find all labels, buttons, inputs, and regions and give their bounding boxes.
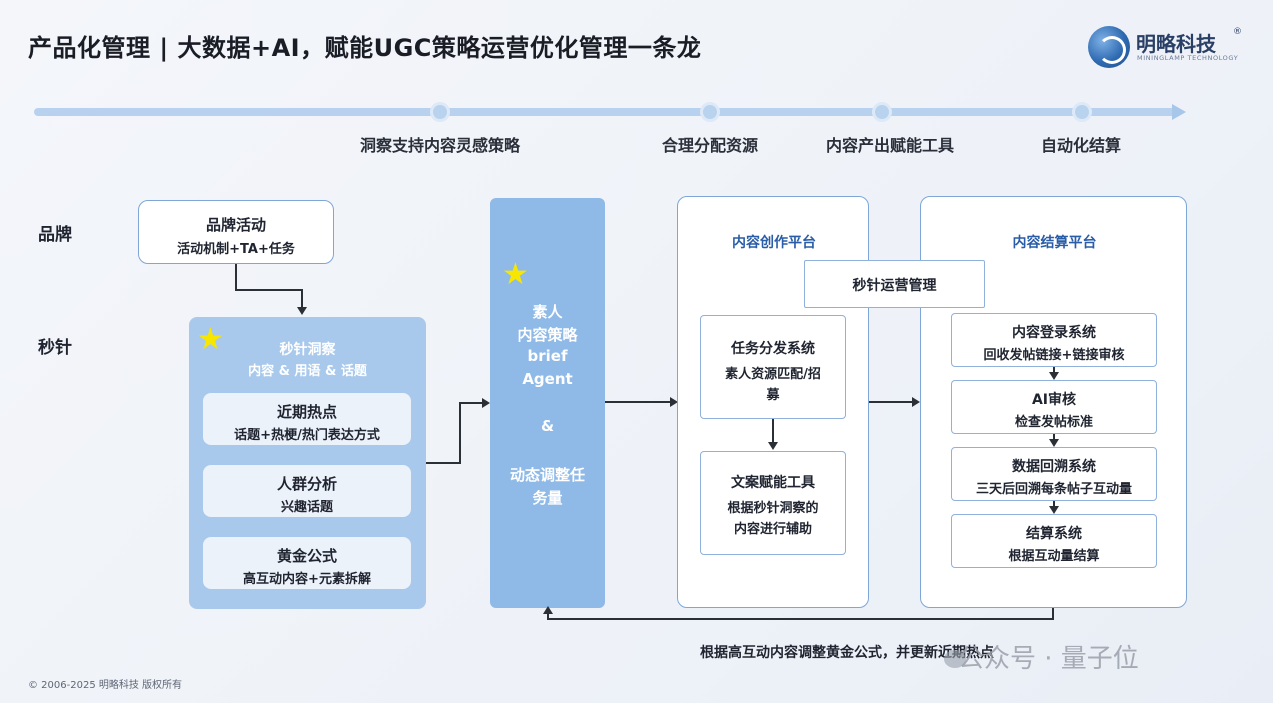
feedback-label: 根据高互动内容调整黄金公式，并更新近期热点 — [700, 645, 994, 661]
agent-amp: & — [540, 417, 555, 435]
arrow-right-icon — [670, 397, 678, 407]
star-icon: ★ — [197, 322, 224, 357]
agent-line-6: 务量 — [532, 489, 563, 507]
settlement-item-data-trace: 数据回溯系统 三天后回溯每条帖子互动量 — [951, 447, 1157, 501]
arrow-right-icon — [482, 398, 490, 408]
agent-line-5: 动态调整任 — [509, 466, 585, 484]
brand-activity-sub: 活动机制+TA+任务 — [177, 242, 295, 257]
creation-platform-title: 内容创作平台 — [732, 235, 816, 251]
connector-line — [772, 419, 774, 443]
arrow-down-icon — [768, 442, 778, 450]
timeline-dot — [700, 102, 720, 122]
row-label-brand: 品牌 — [38, 225, 72, 245]
settlement-item-ai-review: AI审核 检查发帖标准 — [951, 380, 1157, 434]
logo-name: 明略科技 — [1136, 32, 1216, 56]
card-sub: 话题+热梗/热门表达方式 — [234, 428, 380, 443]
card-sub: 募 — [766, 388, 780, 403]
card-title: 黄金公式 — [276, 547, 337, 565]
insight-card-formula: 黄金公式 高互动内容+元素拆解 — [203, 537, 411, 589]
task-distribution-card: 任务分发系统 素人资源匹配/招 募 — [700, 315, 846, 419]
card-title: 近期热点 — [276, 403, 337, 421]
connector-line — [869, 401, 913, 403]
page-title: 产品化管理 | 大数据+AI，赋能UGC策略运营优化管理一条龙 — [28, 34, 702, 62]
timeline-label-resources: 合理分配资源 — [661, 136, 759, 155]
connector-line — [1053, 367, 1055, 373]
connector-line — [1053, 501, 1055, 507]
connector-line — [459, 402, 461, 464]
card-sub: 三天后回溯每条帖子互动量 — [975, 482, 1132, 497]
agent-line-4: Agent — [522, 370, 573, 388]
connector-line — [605, 401, 671, 403]
timeline-dot — [430, 102, 450, 122]
insight-title: 秒针洞察 — [279, 342, 336, 358]
copyright-footer: © 2006-2025 明略科技 版权所有 — [28, 680, 183, 691]
card-title: 文案赋能工具 — [731, 475, 815, 491]
card-sub: 根据秒针洞察的 — [727, 501, 819, 516]
timeline-label-insight: 洞察支持内容灵感策略 — [359, 136, 521, 155]
agent-line-1: 素人 — [532, 303, 563, 321]
star-icon: ★ — [502, 257, 529, 292]
connector-line — [235, 289, 303, 291]
settlement-platform: 内容结算平台 内容登录系统 回收发帖链接+链接审核 AI审核 检查发帖标准 数据… — [920, 196, 1187, 608]
brand-activity-title: 品牌活动 — [205, 216, 266, 234]
arrow-up-icon — [543, 606, 553, 614]
connector-line — [1052, 608, 1054, 620]
agent-line-3: brief — [527, 347, 568, 365]
wechat-icon — [944, 650, 966, 668]
card-title: 内容登录系统 — [1012, 325, 1096, 341]
card-sub: 兴趣话题 — [280, 500, 333, 515]
agent-line-2: 内容策略 — [517, 326, 578, 344]
connector-line — [235, 264, 237, 290]
card-title: 任务分发系统 — [731, 341, 815, 357]
ops-management-label: 秒针运营管理 — [852, 278, 937, 294]
arrow-down-icon — [297, 307, 307, 315]
card-title: AI审核 — [1031, 392, 1077, 408]
insight-sub: 内容 & 用语 & 话题 — [248, 364, 367, 379]
connector-line — [547, 612, 549, 620]
agent-panel: ★ 素人 内容策略 brief Agent & 动态调整任 务量 — [490, 198, 605, 608]
timeline-bar — [34, 108, 1176, 116]
logo-mark-icon — [1088, 26, 1130, 68]
card-sub: 高互动内容+元素拆解 — [243, 572, 371, 587]
arrow-down-icon — [1049, 372, 1059, 380]
card-title: 人群分析 — [276, 475, 337, 493]
creation-platform: 内容创作平台 任务分发系统 素人资源匹配/招 募 文案赋能工具 根据秒针洞察的 … — [677, 196, 869, 608]
settlement-item-login: 内容登录系统 回收发帖链接+链接审核 — [951, 313, 1157, 367]
card-title: 数据回溯系统 — [1012, 459, 1096, 475]
card-sub: 回收发帖链接+链接审核 — [983, 348, 1125, 363]
arrow-down-icon — [1049, 506, 1059, 514]
settlement-item-settle: 结算系统 根据互动量结算 — [951, 514, 1157, 568]
connector-line — [459, 402, 483, 404]
timeline-dot — [872, 102, 892, 122]
card-sub: 内容进行辅助 — [733, 522, 812, 537]
row-label-miaozhen: 秒针 — [38, 338, 72, 358]
timeline-label-settlement: 自动化结算 — [1040, 136, 1122, 155]
card-sub: 根据互动量结算 — [1008, 549, 1100, 564]
arrow-down-icon — [1049, 439, 1059, 447]
connector-line — [301, 289, 303, 309]
insight-card-audience: 人群分析 兴趣话题 — [203, 465, 411, 517]
connector-line — [1053, 434, 1055, 440]
card-sub: 素人资源匹配/招 — [725, 367, 821, 382]
settlement-platform-title: 内容结算平台 — [1012, 235, 1097, 251]
copy-tool-card: 文案赋能工具 根据秒针洞察的 内容进行辅助 — [700, 451, 846, 555]
card-sub: 检查发帖标准 — [1014, 415, 1093, 430]
insight-panel: ★ 秒针洞察 内容 & 用语 & 话题 近期热点 话题+热梗/热门表达方式 人群… — [189, 317, 426, 609]
logo-registered-mark: ® — [1233, 27, 1242, 37]
watermark-text: 公众号 · 量子位 — [958, 644, 1139, 674]
connector-line — [547, 618, 1054, 620]
timeline-label-tools: 内容产出赋能工具 — [825, 136, 955, 155]
timeline-dot — [1072, 102, 1092, 122]
ops-management-box: 秒针运营管理 — [804, 260, 985, 308]
connector-line — [426, 462, 460, 464]
arrow-right-icon — [912, 397, 920, 407]
insight-card-hotspot: 近期热点 话题+热梗/热门表达方式 — [203, 393, 411, 445]
card-title: 结算系统 — [1026, 526, 1082, 542]
brand-activity-box: 品牌活动 活动机制+TA+任务 — [138, 200, 334, 264]
timeline-arrow-icon — [1172, 104, 1186, 120]
logo-subtitle: MININGLAMP TECHNOLOGY — [1137, 54, 1239, 62]
company-logo: 明略科技 ® MININGLAMP TECHNOLOGY — [1088, 24, 1248, 72]
